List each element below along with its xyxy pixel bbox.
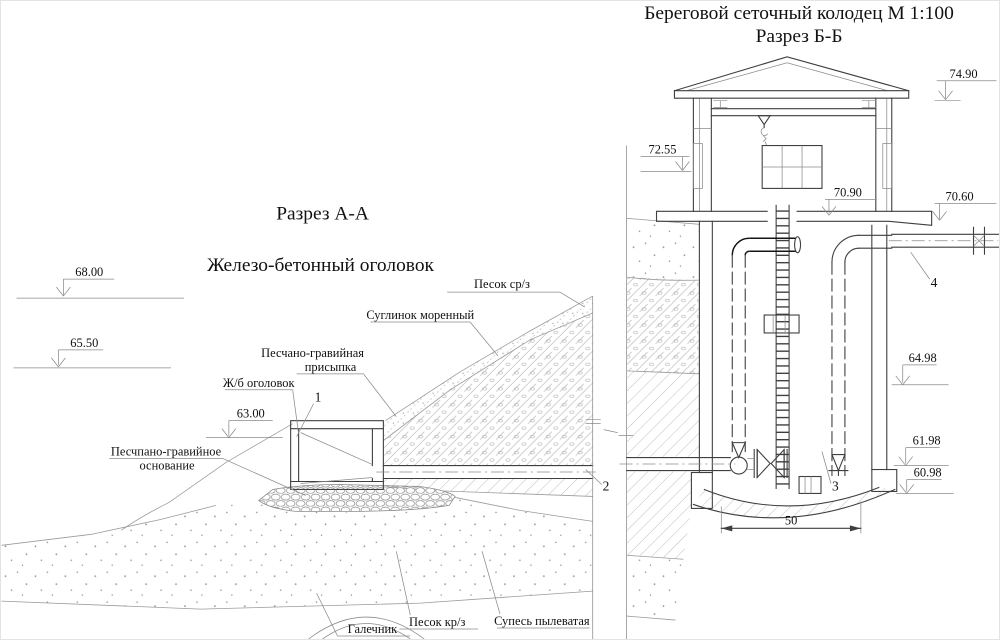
- elevation-63-00: 63.00: [205, 407, 283, 439]
- label-text: Песчано-гравийная: [261, 346, 364, 360]
- left-section-ground: [1, 295, 593, 639]
- label-sand-coarse: Песок кр/з: [395, 551, 479, 630]
- label-gravel-fill: Песчано-гравийная присыпка: [261, 346, 397, 417]
- elevation-68-00: 68.00: [16, 265, 184, 299]
- elevation-value: 60.98: [914, 466, 942, 480]
- callout-2: 2: [585, 469, 610, 493]
- callouts: 1 2 3 4: [296, 251, 938, 493]
- label-text: Ж/б оголовок: [223, 376, 296, 390]
- elevation-marks-left: 68.00 65.50 63.00: [13, 265, 283, 439]
- title-section-aa-subtitle: Железо-бетонный оголовок: [207, 255, 434, 276]
- elevation-65-50: 65.50: [13, 336, 172, 369]
- elevation-value: 70.60: [946, 189, 974, 203]
- elevation-value: 70.90: [834, 185, 862, 199]
- well-internals: [619, 204, 893, 495]
- elevation-61-98: 61.98: [893, 434, 949, 466]
- discharge-pipe-right: [888, 226, 999, 255]
- label-text: Песок кр/з: [409, 615, 465, 629]
- window: [761, 144, 823, 189]
- callout-number: 1: [315, 390, 322, 405]
- label-text: основание: [140, 459, 196, 473]
- elevation-70-60: 70.60: [932, 189, 997, 221]
- elevation-74-90: 74.90: [934, 67, 997, 102]
- callout-number: 2: [603, 478, 610, 493]
- label-moraine-loam: Суглинок моренный: [366, 308, 499, 357]
- pump-house-building: [655, 56, 933, 226]
- elevation-value: 74.90: [950, 67, 978, 81]
- dimension-well-width: 50: [720, 501, 862, 534]
- callout-3: 3: [821, 451, 839, 493]
- titles: Береговой сеточный колодец М 1:100 Разре…: [207, 3, 954, 276]
- right-section-ground-strip: [626, 217, 700, 621]
- elevation-64-98: 64.98: [891, 351, 949, 386]
- elevation-value: 65.50: [70, 336, 98, 350]
- soil-labels: Песок ср/з Суглинок моренный Песчано-гра…: [109, 277, 590, 637]
- label-sand-medium: Песок ср/з: [447, 277, 585, 308]
- elevation-value: 68.00: [75, 265, 103, 279]
- callout-4: 4: [910, 251, 938, 290]
- label-pebbles: Галечник: [316, 592, 411, 637]
- elevation-value: 64.98: [909, 351, 937, 365]
- title-section-bb-line1: Береговой сеточный колодец М 1:100: [644, 3, 954, 24]
- callout-1: 1: [296, 390, 322, 437]
- label-text: Песок ср/з: [474, 277, 530, 291]
- title-section-bb-line2: Разрез Б-Б: [756, 26, 843, 47]
- elevation-marks-right: 74.90 72.55 70.90 70.60 64.98 61.98 60.9…: [640, 67, 997, 494]
- label-text: Песчпано-гравийное: [111, 445, 222, 459]
- pressure-riser-pipe: [828, 234, 893, 477]
- label-text: Супесь пылеватая: [494, 614, 590, 628]
- suction-pipe: [729, 236, 802, 475]
- callout-number: 3: [832, 478, 839, 493]
- label-silt: Супесь пылеватая: [481, 551, 590, 629]
- label-text: присыпка: [305, 360, 357, 374]
- elevation-value: 61.98: [913, 434, 941, 448]
- title-section-aa: Разрез А-А: [276, 203, 369, 224]
- well-shaft: [690, 220, 898, 519]
- elevation-value: 72.55: [648, 143, 676, 157]
- elevation-60-98: 60.98: [895, 466, 954, 494]
- hoist-hook: [757, 115, 772, 146]
- elevation-value: 63.00: [237, 407, 265, 421]
- elevation-70-90: 70.90: [821, 185, 877, 216]
- intake-pipe-left: [376, 464, 600, 480]
- headwork-structure: [290, 420, 384, 491]
- label-text: Суглинок моренный: [366, 308, 474, 322]
- callout-number: 4: [931, 275, 938, 290]
- gate-valve: [747, 448, 788, 479]
- dimension-value: 50: [785, 513, 797, 527]
- elevation-72-55: 72.55: [640, 143, 692, 172]
- label-text: Галечник: [348, 622, 399, 636]
- label-gravel-base: Песчпано-гравийное основание: [109, 445, 306, 496]
- label-headwork: Ж/б оголовок: [223, 376, 300, 434]
